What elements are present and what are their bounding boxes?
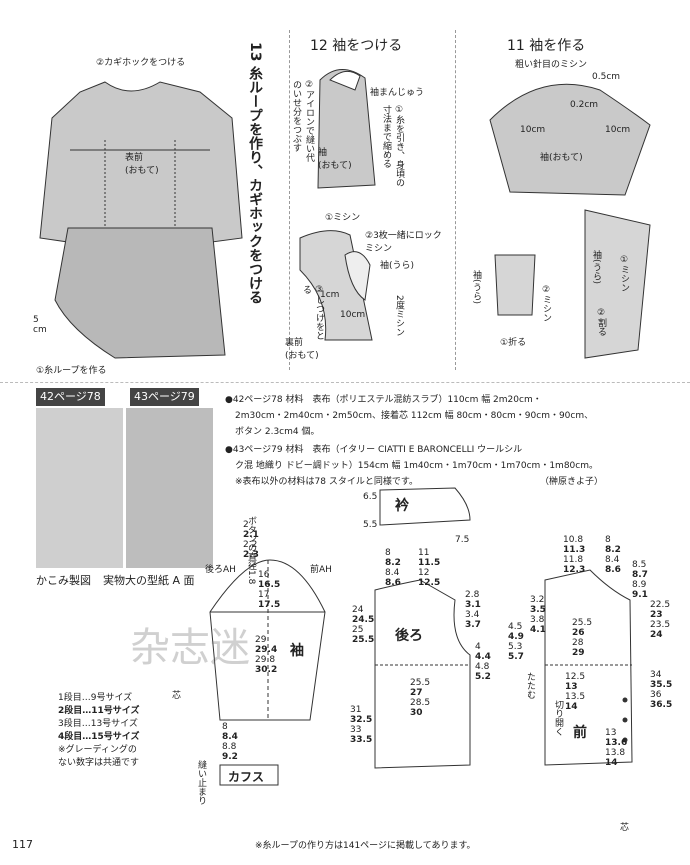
open-label: 切り開く: [553, 700, 563, 736]
step12-title: 12 袖をつける: [310, 38, 403, 54]
footer-note: ※糸ループの作り方は141ページに掲載してあります。: [255, 841, 476, 851]
size-l6: ない数字は共通です: [58, 758, 140, 768]
step11-title: 11 袖を作る: [507, 38, 586, 54]
caption-actual: 実物大の型紙 A 面: [103, 574, 195, 587]
core-label-2: 芯: [620, 823, 630, 833]
mat-line6: ※表布以外の材料は78 スタイルと同様です。: [235, 477, 418, 487]
mat-line3: ボタン 2.3cm4 個。: [235, 427, 320, 437]
core-label: 芯: [172, 691, 182, 701]
front-ah-label: 前AH: [310, 565, 332, 575]
size-l5: ※グレーディングの: [58, 745, 137, 755]
size-l1: 1段目…9号サイズ: [58, 693, 133, 703]
photo2-caption: 43ページ79: [130, 388, 199, 406]
seam-stop-label: 縫い止まり: [196, 760, 206, 805]
caption-kakomi: かこみ製図: [36, 574, 91, 587]
mat-line5: ク混 地織り ドビー調ドット）154cm 幅 1m40cm・1m70cm・1m7…: [235, 461, 598, 471]
watermark: 杂志迷: [130, 625, 250, 671]
back-ah-label: 後ろAH: [205, 565, 236, 575]
pattern-drawings: [209, 487, 633, 786]
collar-75: 7.5: [455, 535, 470, 545]
loop-label: ①糸ループを作る: [36, 366, 107, 376]
size-l3: 3段目…13号サイズ: [58, 719, 138, 729]
size-l2: 2段目…11号サイズ: [58, 706, 140, 716]
photo-79: [126, 408, 213, 568]
step12-twice: 2度ミシン: [394, 295, 404, 337]
photo1-caption: 42ページ78: [36, 388, 105, 406]
step13-title: 13 糸ループを作り、カギホックをつける: [247, 42, 263, 305]
divider-2: [455, 30, 456, 370]
step12-sleeve-front: 袖 (おもて): [318, 148, 352, 171]
collar-n2: 5.5: [363, 520, 378, 530]
fold-label: たたむ: [525, 672, 535, 699]
pattern-cuff-label: カフス: [228, 770, 265, 784]
front-label: 表前 (おもて): [125, 153, 159, 176]
step11-10b: 10cm: [605, 125, 631, 135]
button-marks: [622, 697, 628, 743]
step12-sew: ①ミシン: [325, 213, 361, 223]
mat-credit: （榊原きよ子）: [540, 477, 604, 487]
step11-sleeve-u2: 袖(うら): [471, 270, 481, 305]
pattern-front-label: 前: [573, 725, 587, 741]
step11-sew1: ①ミシン: [619, 255, 629, 292]
size-l4: 4段目…15号サイズ: [58, 732, 140, 742]
mat-line2: 2m30cm・2m40cm・2m50cm、接着芯 112cm 幅 80cm・80…: [235, 411, 594, 421]
step12-sleeve-cap: 袖まんじゅう: [370, 88, 425, 98]
step12-pull: ①糸を引き、身頃の寸法まで縮める: [381, 105, 404, 187]
hook-top-label: ②カギホックをつける: [96, 58, 186, 68]
step11-02: 0.2cm: [570, 100, 599, 110]
step11-10a: 10cm: [520, 125, 546, 135]
dress-illustration: [39, 81, 243, 359]
step12-lock: ②3枚一緒にロックミシン: [365, 231, 442, 254]
pattern-collar-label: 衿: [395, 498, 409, 514]
step11-rough: 粗い針目のミシン: [515, 60, 588, 70]
step12-body: 裏前 (おもて): [285, 338, 319, 361]
5cm-label: 5 cm: [33, 315, 47, 335]
step11-fold: ①折る: [500, 338, 527, 348]
step12-stitch: ③しつけをとる: [301, 285, 324, 340]
step12-1cm: 1cm: [320, 290, 340, 300]
collar-n1: 6.5: [363, 492, 378, 502]
step12-sleeve-back: 袖(うら): [380, 261, 415, 271]
page-number: 117: [12, 838, 33, 851]
pattern-sleeve-label: 袖: [290, 643, 304, 659]
step11-split: ②割る: [596, 308, 606, 336]
mat-line1: ●42ページ78 材料 表布（ポリエステル混紡スラブ）110cm 幅 2m20c…: [225, 395, 542, 405]
photo-78: [36, 408, 123, 568]
step11-sleeve-u: 袖(うら): [591, 250, 601, 285]
pattern-back-label: 後ろ: [395, 628, 423, 644]
divider-h: [0, 382, 690, 383]
step11-sleeve: 袖(おもて): [540, 153, 583, 163]
step11-05: 0.5cm: [592, 72, 621, 82]
button-dia-label: ボタンの直径1.8: [246, 516, 256, 585]
step12-10cm: 10cm: [340, 310, 366, 320]
step12-illustration: [299, 69, 376, 341]
step12-iron: ②アイロンで縫い代のいせ分をつぶす: [291, 80, 314, 162]
divider-1: [289, 30, 290, 370]
step11-illustration: [489, 83, 651, 359]
step11-sew2: ②ミシン: [541, 285, 551, 322]
mat-line4: ●43ページ79 材料 表布（イタリー CIATTI E BARONCELLI …: [225, 445, 523, 455]
